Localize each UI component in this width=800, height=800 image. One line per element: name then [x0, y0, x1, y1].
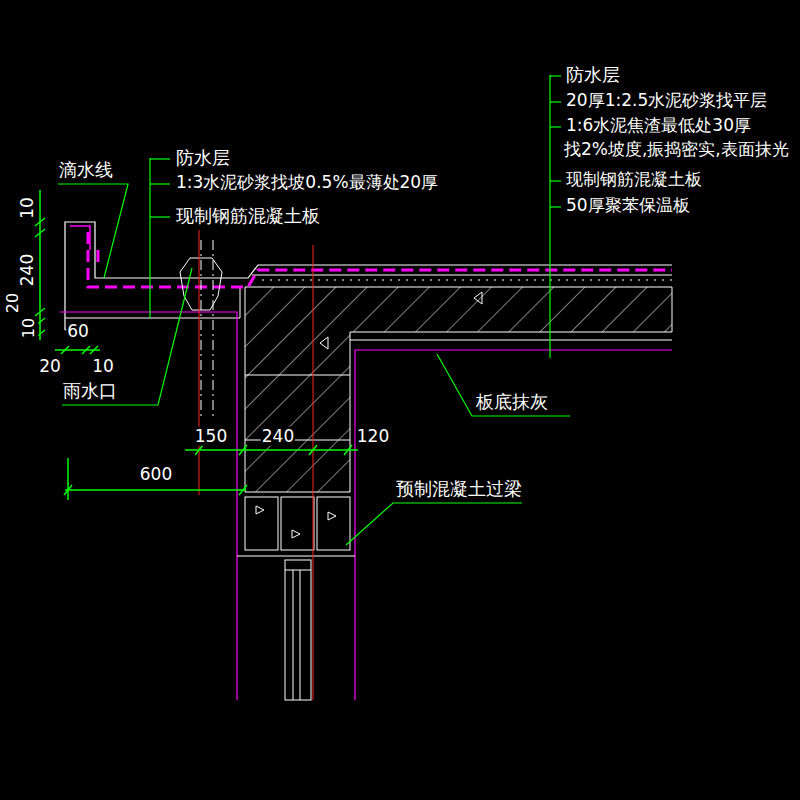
- insulation-dots: [262, 280, 672, 281]
- aggregate-mark: [474, 292, 482, 304]
- leader-line: [58, 184, 128, 278]
- window-frame: [300, 570, 301, 700]
- dimension-text: 150: [194, 427, 228, 446]
- leader-tick: [550, 180, 561, 181]
- dimension-line: [65, 489, 246, 491]
- callout-text: 滴水线: [58, 160, 114, 180]
- dimension-tick: [35, 308, 45, 316]
- aggregate-mark: [328, 512, 336, 520]
- dimension-tick: [344, 445, 352, 455]
- dimension-text: 120: [356, 427, 390, 446]
- axis-line: [199, 230, 200, 495]
- waterproof-layer: [97, 250, 100, 262]
- callout-text: 防水层: [175, 148, 231, 168]
- leader-tick: [150, 216, 170, 217]
- window-frame: [293, 570, 294, 700]
- dimension-text: 20: [38, 357, 62, 376]
- extension-line: [67, 458, 69, 500]
- leader-tick: [550, 126, 561, 127]
- slab-bottom: [350, 340, 672, 341]
- concrete-hatch: [245, 287, 672, 492]
- callout-text: 20厚1:2.5水泥砂浆找平层: [565, 91, 768, 110]
- callout-text: 1:6水泥焦渣最低处30厚: [565, 116, 752, 135]
- dimension-line: [185, 449, 358, 451]
- wall-line: [237, 556, 355, 557]
- parapet-finish: [70, 226, 90, 250]
- lintel-block: [245, 497, 278, 550]
- leader-tick: [550, 206, 561, 207]
- aggregate-mark: [292, 530, 300, 538]
- axis-line: [313, 245, 314, 700]
- leader-tick: [150, 183, 170, 184]
- callout-text: 50厚聚苯保温板: [565, 196, 691, 215]
- slab-outline: [65, 222, 672, 330]
- plaster-line: [355, 350, 672, 700]
- dimension-text: 20: [4, 292, 22, 314]
- outlet-centerline: [201, 240, 202, 420]
- leader-tick: [550, 101, 561, 102]
- waterproof-layer: [88, 232, 672, 287]
- callout-text: 找2%坡度,振捣密实,表面抹光: [563, 140, 790, 159]
- outlet-centerline: [213, 240, 214, 420]
- dimension-tick: [239, 485, 247, 495]
- leader-line: [549, 75, 550, 358]
- dimension-text: 240: [261, 427, 295, 446]
- dimension-text: 10: [91, 357, 115, 376]
- dimension-line: [39, 190, 41, 340]
- dimension-tick: [64, 485, 72, 495]
- window-frame: [285, 560, 311, 700]
- leader-tick: [550, 75, 561, 76]
- callout-text: 1:3水泥砂浆找坡0.5%最薄处20厚: [175, 173, 439, 192]
- dimension-tick: [309, 445, 317, 455]
- aggregate-mark: [256, 506, 264, 514]
- callout-text: 板底抹灰: [475, 392, 549, 412]
- dimension-tick: [239, 445, 247, 455]
- leader-line: [62, 268, 192, 405]
- leader-lines: [58, 75, 570, 545]
- beam-line: [245, 375, 350, 376]
- lintel-block: [281, 497, 314, 550]
- callout-text: 雨水口: [62, 381, 118, 401]
- leader-line: [437, 354, 570, 416]
- callout-text: 防水层: [565, 65, 621, 85]
- dimension-tick: [82, 346, 90, 354]
- callout-text: 现制钢筋混凝土板: [565, 170, 703, 189]
- screed-line: [252, 275, 672, 276]
- dimension-tick: [35, 229, 45, 237]
- dimension-tick: [35, 218, 45, 226]
- aggregate-mark: [320, 337, 328, 349]
- leader-line: [149, 158, 150, 318]
- dimension-lines: [35, 190, 358, 500]
- lintel-block: [317, 497, 350, 550]
- dimension-tick: [90, 346, 98, 354]
- dimension-text: 10: [20, 317, 38, 339]
- dimension-tick: [61, 346, 69, 354]
- dimension-text: 240: [18, 253, 37, 287]
- callout-text: 预制混凝土过梁: [395, 479, 523, 499]
- dimension-text: 10: [18, 196, 37, 220]
- dimension-tick: [195, 445, 203, 455]
- dimension-text: 60: [66, 322, 90, 341]
- plaster-line: [60, 312, 237, 700]
- dimension-text: 600: [139, 465, 173, 484]
- callout-text: 现制钢筋混凝土板: [175, 206, 321, 226]
- leader-line: [346, 503, 522, 545]
- leader-tick: [150, 158, 170, 159]
- window-frame: [285, 570, 311, 571]
